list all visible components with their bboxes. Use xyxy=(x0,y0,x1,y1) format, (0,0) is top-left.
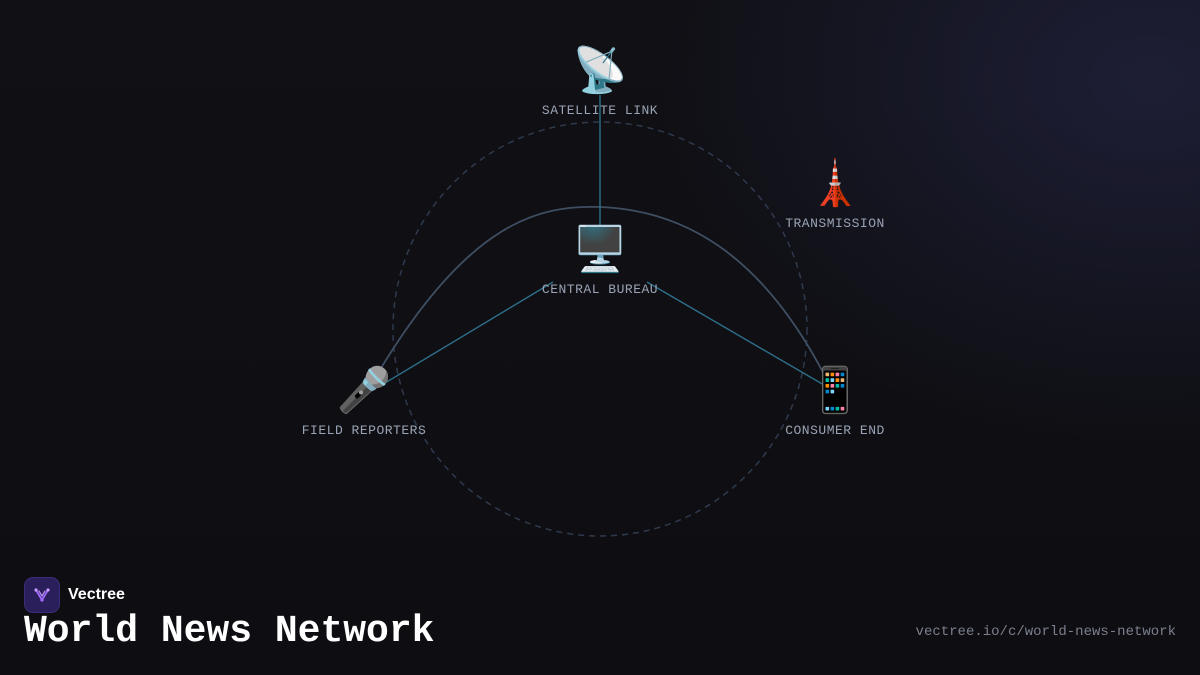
node-satellite-link[interactable]: 📡 SATELLITE LINK xyxy=(500,45,700,118)
brand[interactable]: Vectree xyxy=(24,577,125,613)
satellite-dish-icon: 📡 xyxy=(572,45,628,96)
orbit-ring xyxy=(392,121,808,537)
node-label: SATELLITE LINK xyxy=(541,103,659,118)
page-title: World News Network xyxy=(24,610,435,653)
node-transmission[interactable]: 🗼 TRANSMISSION xyxy=(735,158,935,231)
edge-central-to-field xyxy=(384,281,554,384)
page-url[interactable]: vectree.io/c/world-news-network xyxy=(915,624,1176,640)
node-central-bureau[interactable]: 🖥️ CENTRAL BUREAU xyxy=(500,224,700,297)
node-label: CONSUMER END xyxy=(785,423,885,438)
node-field-reporters[interactable]: 🎤 FIELD REPORTERS xyxy=(264,365,464,438)
node-label: FIELD REPORTERS xyxy=(301,423,427,438)
edge-central-to-consumer xyxy=(646,281,825,386)
mobile-phone-icon: 📱 xyxy=(807,365,863,416)
node-label: TRANSMISSION xyxy=(785,216,885,231)
tower-icon: 🗼 xyxy=(807,158,863,209)
brand-name: Vectree xyxy=(68,586,125,603)
node-consumer-end[interactable]: 📱 CONSUMER END xyxy=(735,365,935,438)
vectree-logo-icon xyxy=(24,577,60,613)
node-label: CENTRAL BUREAU xyxy=(541,282,659,297)
microphone-icon: 🎤 xyxy=(336,365,392,416)
desktop-computer-icon: 🖥️ xyxy=(572,224,628,275)
